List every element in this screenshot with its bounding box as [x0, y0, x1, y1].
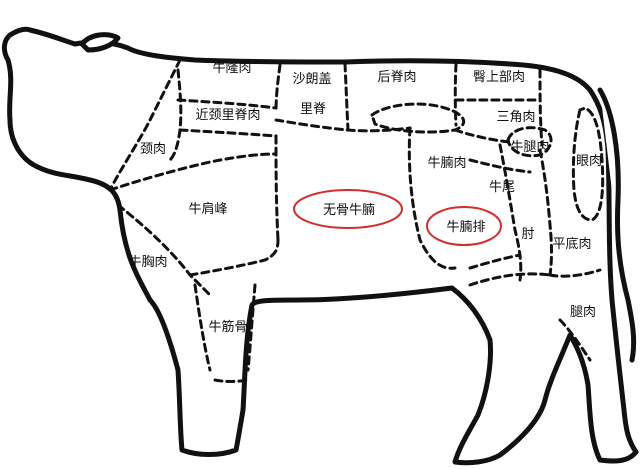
label-hou-ji-rou: 后脊肉 — [377, 70, 416, 85]
label-niu-jian-feng: 牛肩峰 — [188, 201, 227, 217]
label-sha-lang-gai: 沙朗盖 — [292, 72, 331, 87]
label-bi-shang-bu-rou: 臀上部肉 — [473, 70, 525, 85]
label-niu-jin-gu: 牛筋骨 — [208, 319, 247, 335]
label-san-jiao-rou: 三角肉 — [496, 110, 535, 125]
label-li-ji: 里脊 — [300, 102, 326, 117]
cut-lines — [108, 58, 605, 383]
label-niu-nan-rou: 牛腩肉 — [427, 156, 466, 171]
label-tui-rou: 腿肉 — [570, 305, 596, 320]
label-niu-wei: 牛尾 — [489, 180, 515, 195]
label-wu-gu-niu-nan: 无骨牛腩 — [323, 203, 375, 218]
label-zhou: 肘 — [521, 227, 534, 242]
highlight-niu-nan-pai — [426, 206, 502, 246]
label-niu-xiong-rou: 牛胸肉 — [128, 255, 167, 270]
label-jin-jing-li-ji-rou: 近颈里脊肉 — [195, 108, 260, 123]
highlight-wu-gu-niu-nan — [293, 189, 403, 229]
label-ping-di-rou: 平底肉 — [552, 236, 591, 252]
label-jing-rou: 颈肉 — [140, 142, 166, 157]
label-niu-nan-pai: 牛腩排 — [446, 220, 485, 235]
cow-ear — [79, 32, 121, 53]
cow-tail — [597, 87, 637, 363]
label-niu-long-rou: 牛隆肉 — [212, 61, 251, 76]
label-yan-rou: 眼肉 — [576, 154, 602, 169]
label-niu-tui-rou: 牛腿肉 — [510, 140, 549, 155]
